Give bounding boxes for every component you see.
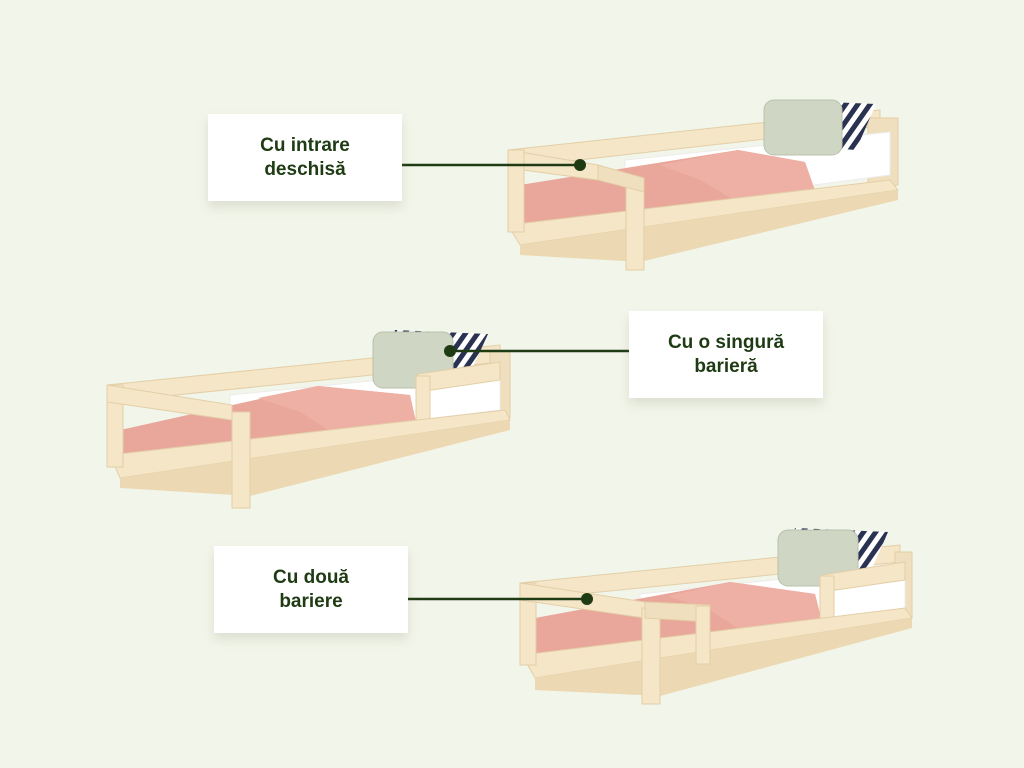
label-card-one-barrier: Cu o singură barieră <box>629 311 823 398</box>
bed-one-barrier <box>106 330 645 509</box>
label-card-two-barriers: Cu două bariere <box>214 546 408 633</box>
label-open-entry: Cu intrare deschisă <box>260 134 350 180</box>
label-one-barrier: Cu o singură barieră <box>667 331 785 377</box>
bed-open-entry <box>386 99 899 271</box>
label-card-open-entry: Cu intrare deschisă <box>208 114 402 201</box>
label-two-barriers: Cu două bariere <box>273 566 349 612</box>
bed-two-barriers <box>390 528 913 705</box>
